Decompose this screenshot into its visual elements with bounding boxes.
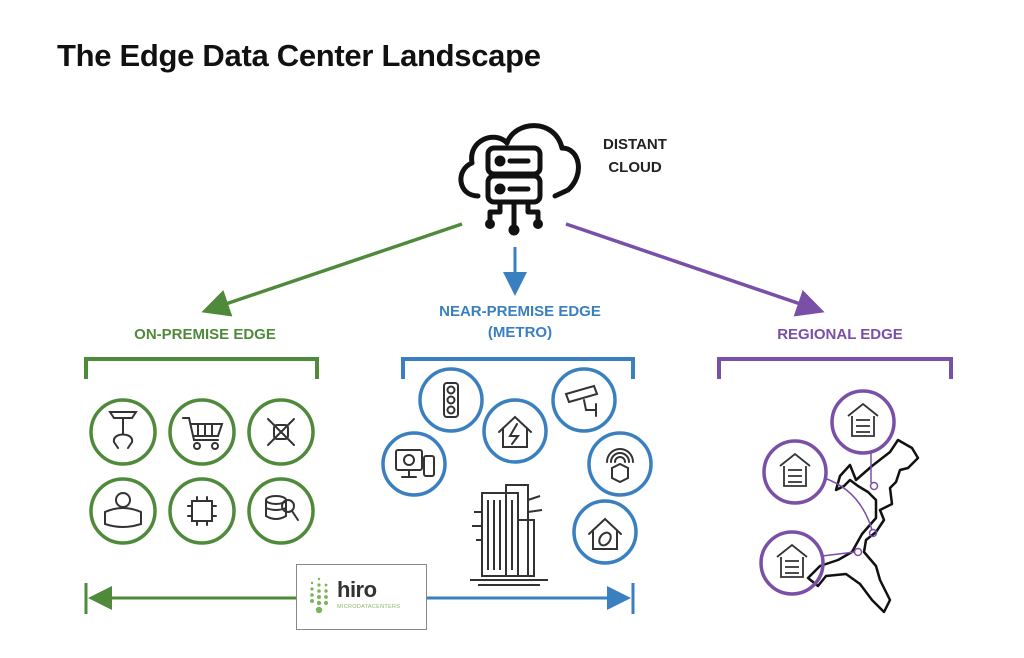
devices-check-icon [381,431,447,497]
cloud-server-icon [458,123,581,236]
database-search-icon [247,477,315,545]
ai-chip-icon [168,477,236,545]
remote-worker-dashboard-icon [89,477,157,545]
traffic-light-icon [418,367,484,433]
bracket-near-premise [401,357,635,379]
robotic-arm-icon [89,398,157,466]
arrow-to-regional [565,222,825,317]
hiro-logo-dots-icon [310,577,328,614]
data-center-icon [762,439,828,505]
hiro-logo-subtitle: MICRODATACENTERS [337,604,401,610]
near-premise-label-line2: (METRO) [487,324,553,341]
distant-cloud-label-line1: DISTANT [603,136,667,153]
hiro-logo: hiro MICRODATACENTERS [296,564,427,630]
hiro-logo-word: hiro [337,577,377,602]
regional-edge-label: REGIONAL EDGE [777,326,903,343]
shopping-cart-icon [168,398,236,466]
bracket-on-premise [84,357,319,379]
distant-cloud-label: DISTANT CLOUD [585,133,685,179]
on-premise-edge-label: ON-PREMISE EDGE [134,326,276,343]
bracket-regional [717,357,953,379]
near-premise-edge-label: NEAR-PREMISE EDGE (METRO) [405,301,635,343]
page-title: The Edge Data Center Landscape [57,38,541,73]
drone-icon [247,398,315,466]
data-center-icon [830,389,896,455]
office-building-icon [470,484,548,586]
us-east-coast-map-icon [806,438,920,614]
data-center-icon [759,530,825,596]
5g-signal-icon [587,431,653,497]
smart-home-power-icon [482,398,548,464]
security-camera-icon [551,367,617,433]
near-premise-label-line1: NEAR-PREMISE EDGE [439,303,601,320]
distant-cloud-label-line2: CLOUD [608,159,662,176]
arrow-to-on-premise [201,222,463,317]
eco-home-icon [572,499,638,565]
